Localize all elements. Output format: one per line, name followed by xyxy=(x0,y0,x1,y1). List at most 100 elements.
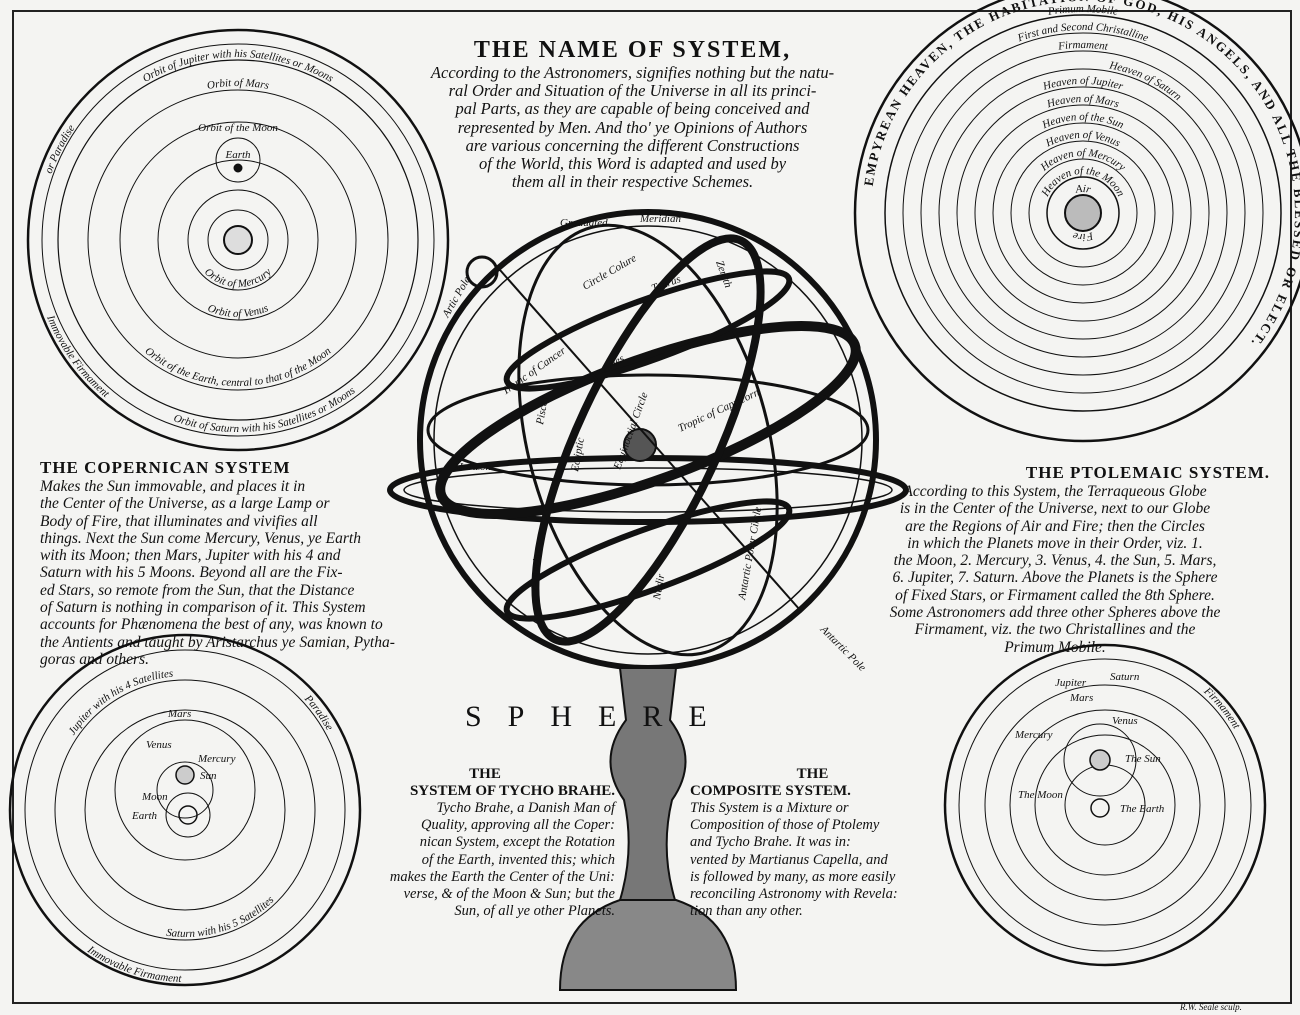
composite-heading-the: THE xyxy=(796,766,829,782)
copernican-label: Orbit of Venus xyxy=(206,302,270,320)
text-line: the Moon, 2. Mercury, 3. Venus, 4. the S… xyxy=(893,552,1217,570)
text-line: reconciling Astronomy with Revela: xyxy=(690,886,898,903)
text-line: accounts for Phænomena the best of any, … xyxy=(40,616,383,634)
title-heading: THE NAME OF SYSTEM, xyxy=(473,37,792,63)
ptolemaic-label: Firmament xyxy=(1057,39,1110,53)
ptolemaic-label: Heaven of Jupiter xyxy=(1041,75,1125,93)
text-line: Tycho Brahe, a Danish Man of xyxy=(436,800,615,816)
armillary-label: Meridian xyxy=(639,213,681,225)
composite-label: Jupiter xyxy=(1055,677,1087,689)
tycho-label: Venus xyxy=(146,739,172,751)
tycho-label: Immovable Firmament xyxy=(84,943,182,985)
text-line: of Fixed Stars, or Firmament called the … xyxy=(895,586,1215,604)
tycho-label: Jupiter with his 4 Satellites xyxy=(66,668,174,738)
tycho-label: Mercury xyxy=(197,753,236,765)
composite-label: Mercury xyxy=(1014,729,1053,741)
text-line: Firmament, viz. the two Christallines an… xyxy=(914,621,1196,639)
composite-label: The Earth xyxy=(1120,803,1165,815)
armillary-label: Circle Colure xyxy=(581,252,639,292)
copernican-diagram xyxy=(26,28,450,452)
composite-label: The Moon xyxy=(1018,789,1063,801)
composite-label: Firmament xyxy=(1201,685,1243,732)
text-line: 6. Jupiter, 7. Saturn. Above the Planets… xyxy=(892,569,1218,587)
ptolemaic-label: Primum Mobile xyxy=(1046,3,1119,18)
armillary-sphere xyxy=(387,209,909,991)
armillary-label: Pisces xyxy=(534,396,551,427)
ptolemaic-block: THE PTOLEMAIC SYSTEM. According to this … xyxy=(840,463,1270,656)
tycho-label: Earth xyxy=(131,810,158,822)
ptolemaic-label: Air xyxy=(1074,183,1093,196)
text-line: nican System, except the Rotation xyxy=(419,834,615,851)
tycho-label: Moon xyxy=(141,791,168,803)
tycho-heading-the: THE xyxy=(469,766,501,782)
text-line: goras and others. xyxy=(40,650,149,668)
composite-label: Saturn xyxy=(1110,671,1140,683)
copernican-label: Immovable Firmament xyxy=(44,313,112,401)
copernican-label: Orbit of the Earth, central to that of t… xyxy=(143,345,334,389)
text-line: is followed by many, as more easily xyxy=(690,868,896,885)
ptolemaic-text: According to this System, the Terraqueou… xyxy=(840,483,1270,656)
text-line: of the Earth, invented this; which xyxy=(421,851,615,868)
text-line: the Antients and taught by Aristarchus y… xyxy=(40,633,395,651)
text-line: Primum Mobile. xyxy=(1004,638,1106,656)
text-line: and Tycho Brahe. It was in: xyxy=(690,834,851,851)
text-line: ral Order and Situation of the Universe … xyxy=(448,81,817,101)
text-line: vented by Martianus Capella, and xyxy=(690,851,888,868)
tycho-block: THE SYSTEM OF TYCHO BRAHE. Tycho Brahe, … xyxy=(315,766,615,920)
text-line: represented by Men. And tho' ye Opinions… xyxy=(457,117,808,137)
copernican-text: Makes the Sun immovable, and places it i… xyxy=(40,478,395,668)
armillary-label: Aquarius xyxy=(526,549,545,592)
text-line: Makes the Sun immovable, and places it i… xyxy=(40,478,306,495)
armillary-label: Tropic of Capricorn xyxy=(676,386,761,434)
text-line: pal Parts, as they are capable of being … xyxy=(455,99,810,119)
text-line: of Saturn is nothing in comparison of it… xyxy=(40,599,366,617)
copernican-label: Orbit of Mars xyxy=(206,77,270,92)
text-line: things. Next the Sun come Mercury, Venus… xyxy=(40,529,361,547)
text-line: According to this System, the Terraqueou… xyxy=(903,483,1207,500)
composite-heading: COMPOSITE SYSTEM. xyxy=(690,783,851,799)
tycho-label: Sun xyxy=(200,770,217,782)
copernican-label: Earth xyxy=(224,149,251,161)
text-line: makes the Earth the Center of the Uni: xyxy=(389,868,615,885)
sphere-title: SPHERE xyxy=(465,700,733,733)
text-line: According to the Astronomers, signifies … xyxy=(430,63,835,82)
text-line: are the Regions of Air and Fire; then th… xyxy=(905,517,1205,535)
title-block: THE NAME OF SYSTEM, According to the Ast… xyxy=(385,36,880,191)
ptolemaic-label: Fire xyxy=(1071,229,1095,243)
engraver-signature: R.W. Seale sculp. xyxy=(1180,1002,1242,1012)
tycho-diagram xyxy=(8,633,362,987)
copernican-heading: THE COPERNICAN SYSTEM xyxy=(40,458,291,477)
armillary-label: Horizon xyxy=(454,461,492,473)
text-line: Quality, approving all the Coper: xyxy=(421,817,615,834)
text-line: of the World, this Word is adapted and u… xyxy=(478,154,787,174)
composite-label: The Sun xyxy=(1125,753,1161,765)
copernican-block: THE COPERNICAN SYSTEM Makes the Sun immo… xyxy=(40,458,395,668)
ptolemaic-label: Heaven of Mars xyxy=(1045,93,1121,111)
tycho-label: Mars xyxy=(167,708,191,720)
armillary-label: Nadir xyxy=(651,572,668,601)
composite-label: Mars xyxy=(1069,692,1093,704)
composite-label: Venus xyxy=(1112,715,1138,727)
text-line: Body of Fire, that illuminates and vivif… xyxy=(40,512,318,530)
text-line: them all in their respective Schemes. xyxy=(511,172,754,192)
text-line: the Center of the Universe, as a large L… xyxy=(40,495,330,513)
text-line: tion than any other. xyxy=(690,903,803,920)
text-line: with its Moon; then Mars, Jupiter with h… xyxy=(40,547,341,565)
copernican-label: Orbit of Saturn with his Satellites or M… xyxy=(172,385,357,435)
tycho-heading: SYSTEM OF TYCHO BRAHE. xyxy=(409,783,615,799)
title-text: According to the Astronomers, signifies … xyxy=(385,63,880,192)
plate-border xyxy=(12,10,1292,1004)
armillary-label: Zenith xyxy=(713,259,734,290)
copernican-label: Orbit of the Moon xyxy=(198,122,278,134)
text-line: verse, & of the Moon & Sun; but the xyxy=(403,886,615,903)
composite-diagram xyxy=(943,643,1267,967)
text-line: ed Stars, so remote from the Sun, that t… xyxy=(40,581,355,599)
armillary-label: Graduated xyxy=(560,217,608,229)
text-line: is in the Center of the Universe, next t… xyxy=(899,500,1211,518)
text-line: in which the Planets move in their Order… xyxy=(907,534,1203,552)
ptolemaic-heading: THE PTOLEMAIC SYSTEM. xyxy=(1025,463,1270,482)
